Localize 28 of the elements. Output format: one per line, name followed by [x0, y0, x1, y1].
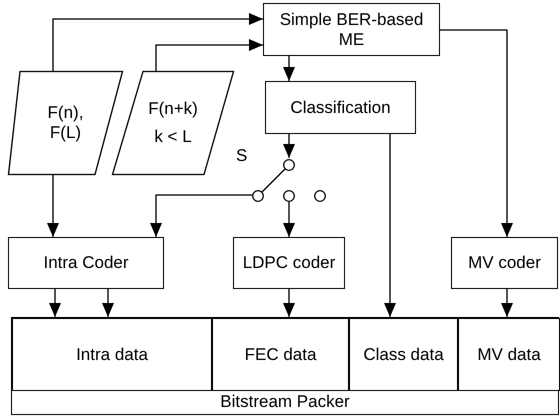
arrow: [384, 134, 396, 317]
arrow: [49, 289, 61, 317]
arrow: [52, 13, 263, 71]
node-label: k < L: [153, 127, 193, 147]
process-box: LDPC coder: [233, 237, 345, 289]
arrow: [283, 289, 295, 317]
data-field: FEC data: [212, 318, 349, 391]
process-box: Intra Coder: [8, 237, 164, 289]
arrow: [501, 289, 513, 317]
packer-panel: [11, 317, 559, 415]
arrow: [150, 194, 252, 237]
arrow: [283, 134, 295, 158]
process-box: Simple BER-based ME: [263, 3, 440, 56]
switch-label: S: [236, 146, 248, 166]
panel-label: Bitstream Packer: [219, 392, 351, 412]
data-field: Class data: [349, 318, 458, 391]
arrow: [283, 202, 295, 237]
arrow: [155, 39, 263, 71]
arrow: [47, 175, 59, 237]
arrow: [440, 29, 513, 237]
node-label: F(n), F(L): [46, 103, 84, 143]
arrow: [283, 56, 295, 81]
data-field: Intra data: [12, 318, 212, 391]
arrow: [102, 289, 114, 317]
data-field: MV data: [458, 318, 560, 391]
node-label: F(n+k): [147, 99, 199, 119]
process-box: MV coder: [451, 237, 558, 289]
process-box: Classification: [265, 81, 416, 134]
